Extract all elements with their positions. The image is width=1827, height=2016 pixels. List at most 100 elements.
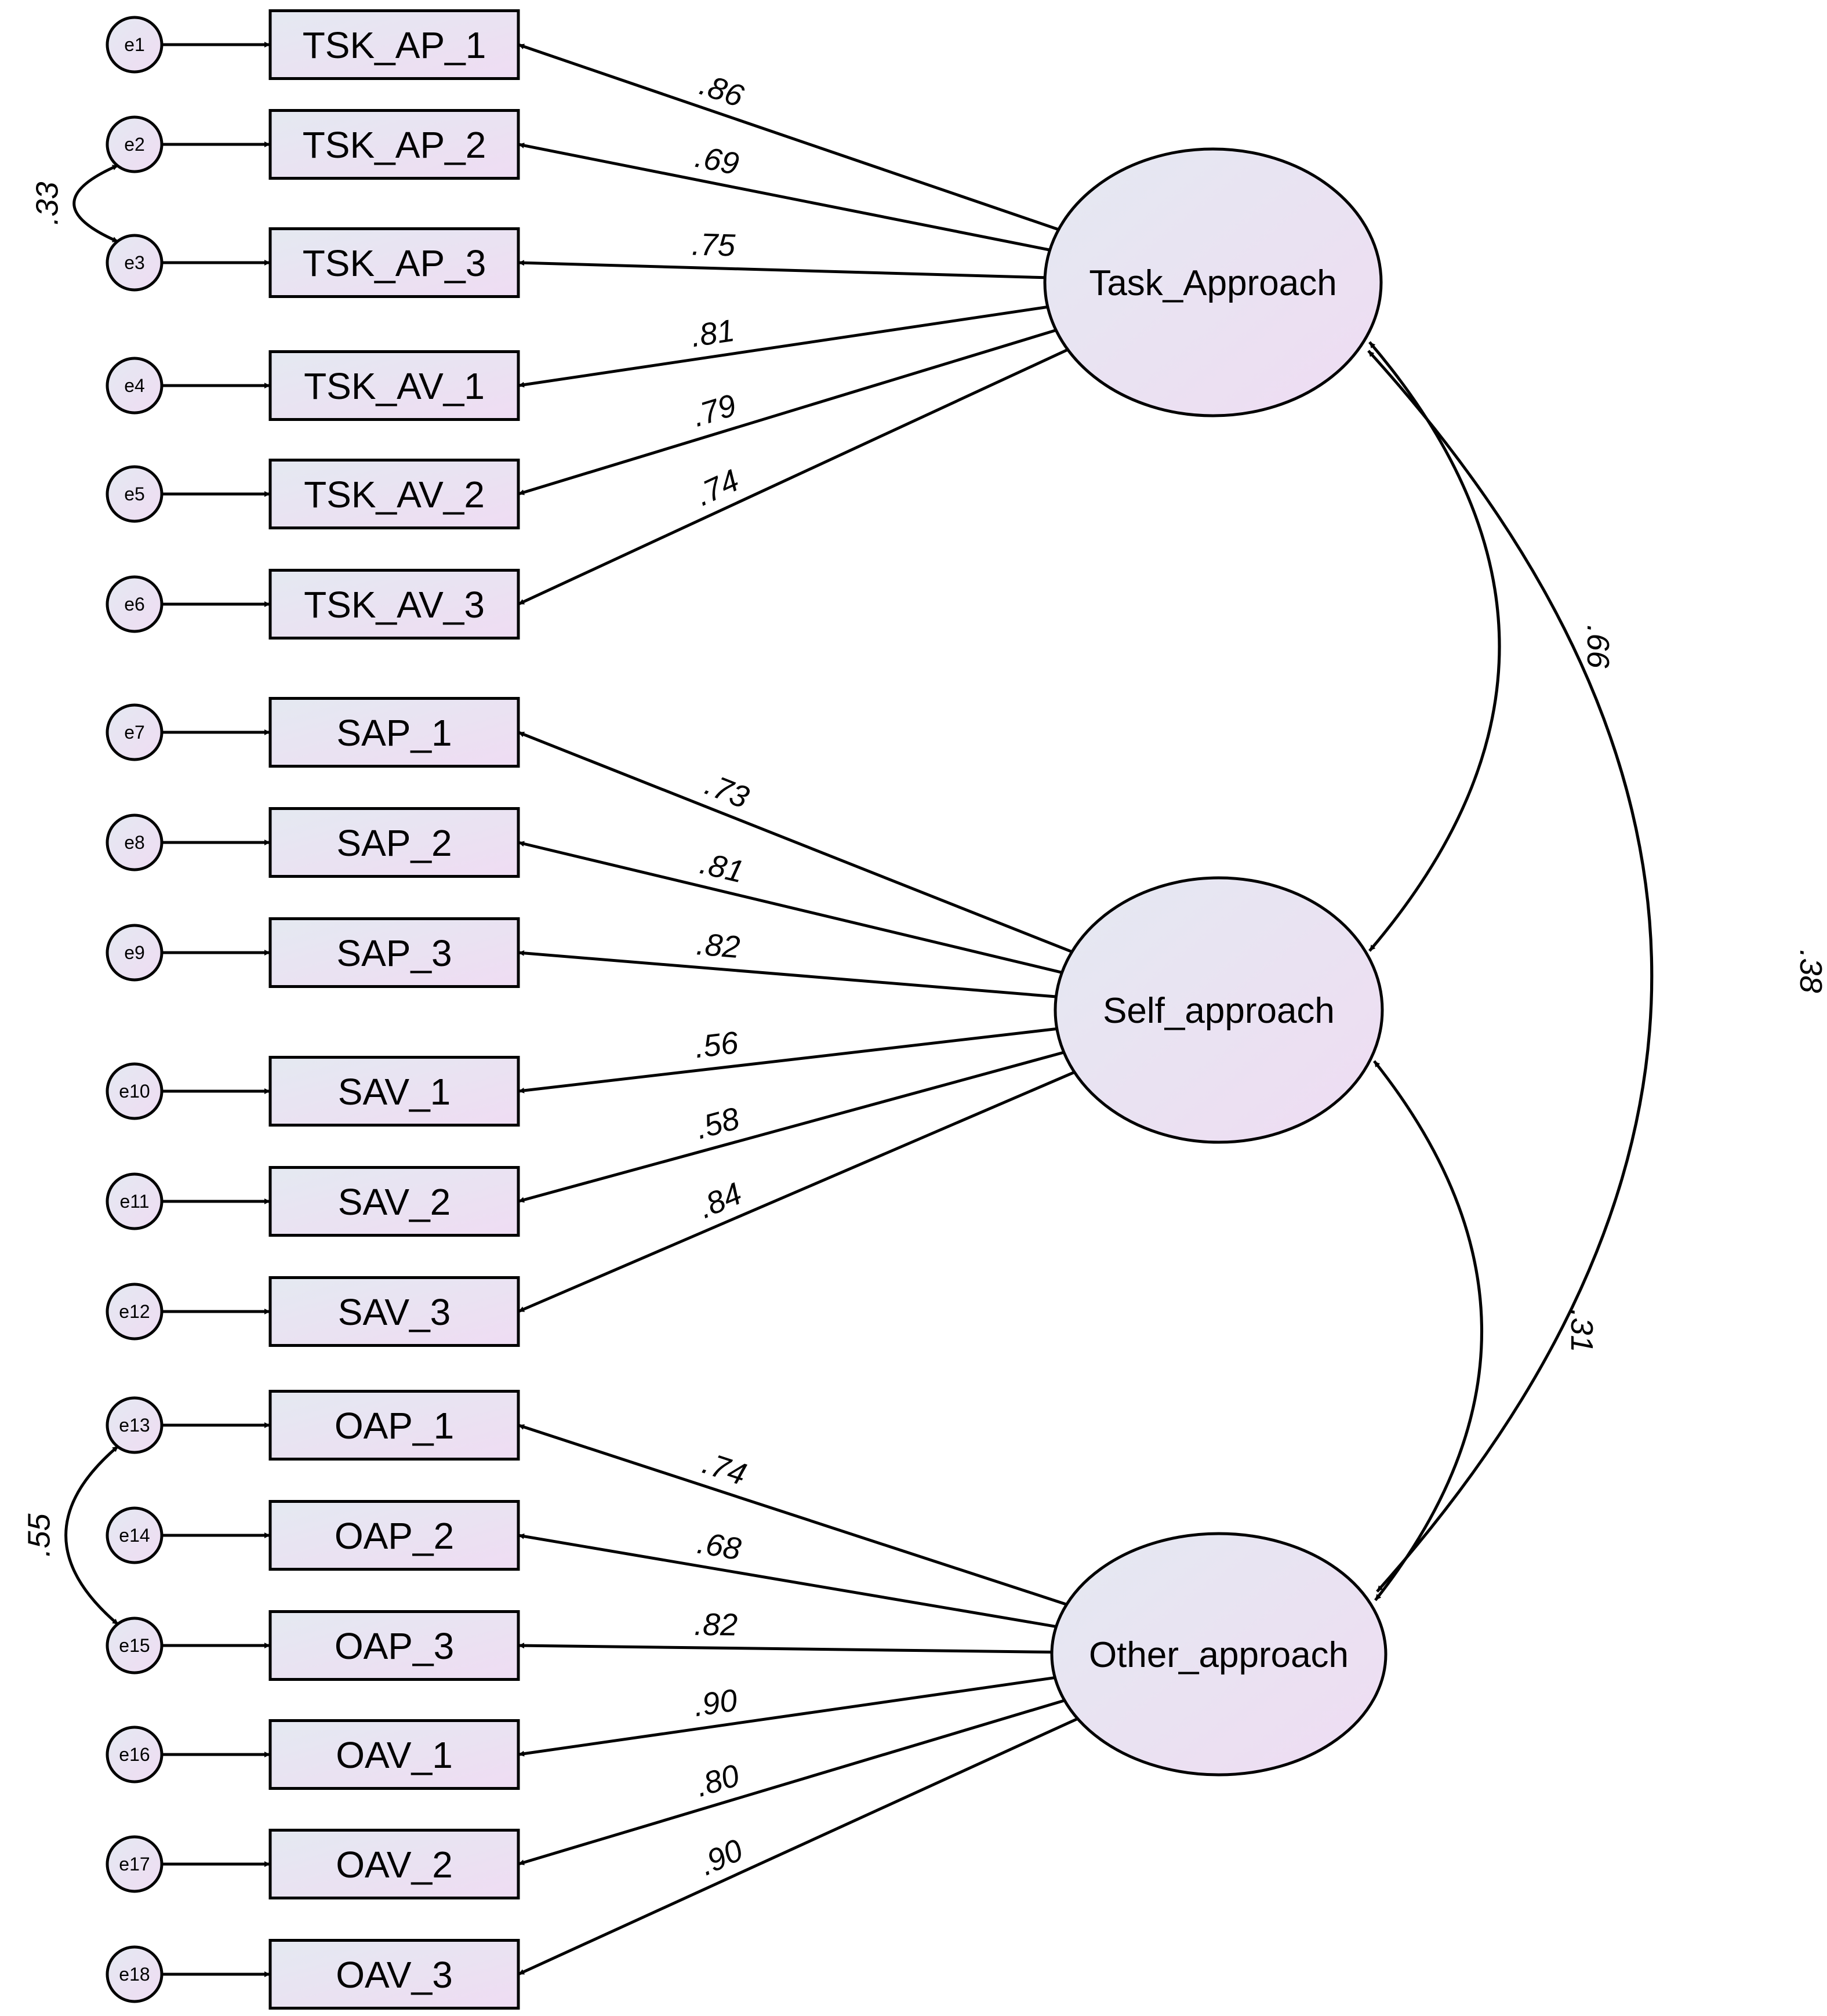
loading-path-oav-2: [518, 1699, 1065, 1866]
latent-covariance-path-self-other: [1373, 1060, 1483, 1601]
indicator-box-oav-2: [268, 1829, 520, 1899]
loading-coefficient-oav-2: .80: [692, 1758, 743, 1804]
error-label-e3: e3: [124, 252, 145, 273]
loading-path-sap-3: [518, 950, 1056, 998]
error-label-e15: e15: [119, 1635, 150, 1656]
indicator-label-tsk-ap-1: TSK_AP_1: [303, 24, 486, 66]
indicator-label-tsk-ap-3: TSK_AP_3: [303, 242, 486, 284]
indicator-label-tsk-av-3: TSK_AV_3: [304, 584, 485, 626]
error-circle-e11: [106, 1172, 164, 1230]
indicator-box-oav-1: [268, 1719, 520, 1790]
edges-layer: [64, 42, 1654, 1977]
error-label-e11: e11: [119, 1191, 149, 1212]
error-circle-e16: [106, 1726, 164, 1783]
indicator-label-sav-1: SAV_1: [338, 1071, 451, 1113]
error-circle-e7: [106, 703, 164, 761]
error-label-e1: e1: [124, 34, 145, 55]
indicator-box-sav-2: [268, 1166, 520, 1237]
loading-path-tsk-av-1: [518, 305, 1048, 388]
loading-path-tsk-ap-1: [518, 43, 1059, 231]
latent-covariance-path-task-other: [1367, 350, 1654, 1593]
error-circle-e4: [106, 357, 164, 415]
indicator-box-tsk-ap-3: [268, 227, 520, 298]
loading-path-oap-2: [518, 1533, 1057, 1628]
error-label-e6: e6: [124, 594, 145, 615]
error-circle-e3: [106, 234, 164, 292]
indicator-box-sap-2: [268, 807, 520, 878]
error-label-e8: e8: [124, 832, 145, 853]
indicator-label-sap-1: SAP_1: [336, 712, 452, 754]
indicator-label-oav-3: OAV_3: [336, 1954, 453, 1996]
indicator-box-oap-2: [268, 1500, 520, 1571]
error-label-e18: e18: [119, 1964, 150, 1985]
latent-covariance-path-task-self: [1368, 341, 1501, 952]
indicator-label-tsk-av-2: TSK_AV_2: [304, 474, 485, 515]
error-label-e16: e16: [119, 1744, 150, 1765]
latent-ellipse-other-approach: [1050, 1532, 1387, 1777]
error-label-e12: e12: [119, 1301, 150, 1322]
latent-covariance-value-task-self: .66: [1581, 624, 1615, 669]
loading-coefficient-oav-1: .90: [691, 1683, 739, 1723]
error-circle-e13: [106, 1396, 164, 1454]
indicator-label-sav-3: SAV_3: [338, 1291, 451, 1333]
indicator-label-tsk-ap-2: TSK_AP_2: [303, 124, 486, 166]
loading-path-sav-2: [518, 1051, 1065, 1203]
error-covariance-path-e13-e15: [64, 1445, 119, 1626]
error-label-e9: e9: [124, 942, 145, 963]
loading-coefficient-sav-1: .56: [693, 1025, 740, 1065]
error-label-e13: e13: [119, 1415, 150, 1436]
indicator-box-sav-3: [268, 1276, 520, 1347]
error-label-e5: e5: [124, 484, 145, 504]
loading-coefficient-oap-2: .68: [695, 1525, 743, 1567]
indicator-box-tsk-av-1: [268, 350, 520, 421]
latent-label-self-approach: Self_approach: [1103, 991, 1335, 1031]
loading-path-oap-3: [518, 1643, 1052, 1654]
indicator-label-oap-1: OAP_1: [335, 1405, 454, 1447]
loading-path-tsk-ap-2: [518, 143, 1051, 252]
indicator-box-tsk-av-2: [268, 459, 520, 529]
error-circle-e14: [106, 1506, 164, 1564]
indicator-box-sav-1: [268, 1056, 520, 1127]
latent-ellipse-task-approach: [1043, 147, 1383, 417]
loading-path-oap-1: [518, 1423, 1067, 1606]
loading-coefficient-tsk-av-1: .81: [689, 313, 737, 354]
error-covariance-path-e2-e3: [72, 164, 119, 244]
error-circle-e9: [106, 924, 164, 982]
error-label-e17: e17: [119, 1854, 150, 1875]
error-circle-e18: [106, 1945, 164, 2003]
error-circle-e12: [106, 1283, 164, 1341]
error-circle-e1: [106, 16, 164, 74]
loading-path-sav-3: [518, 1070, 1076, 1313]
indicator-box-oav-3: [268, 1939, 520, 2010]
loading-path-tsk-av-3: [517, 348, 1069, 606]
loading-coefficient-tsk-ap-3: .75: [691, 227, 736, 263]
error-circle-e8: [106, 813, 164, 871]
indicator-label-oap-3: OAP_3: [335, 1625, 454, 1667]
indicator-box-tsk-ap-2: [268, 109, 520, 180]
loading-path-sap-1: [518, 731, 1073, 953]
loading-path-sav-1: [518, 1027, 1058, 1094]
error-circle-e10: [106, 1062, 164, 1120]
indicator-box-oap-3: [268, 1610, 520, 1681]
error-label-e14: e14: [119, 1525, 150, 1546]
error-label-e4: e4: [124, 375, 145, 396]
loading-path-tsk-av-2: [518, 329, 1057, 496]
error-circle-e5: [106, 465, 164, 523]
indicator-box-oap-1: [268, 1390, 520, 1461]
loading-coefficient-sav-2: .58: [692, 1101, 743, 1146]
indicator-box-sap-3: [268, 917, 520, 988]
indicator-label-tsk-av-1: TSK_AV_1: [304, 365, 485, 407]
error-label-e2: e2: [124, 134, 145, 155]
latent-covariance-value-task-other: .38: [1793, 949, 1827, 993]
error-covariance-value-e2-e3: .33: [30, 181, 65, 225]
loading-path-tsk-ap-3: [518, 260, 1045, 279]
loading-path-oav-1: [518, 1676, 1055, 1757]
indicator-box-tsk-ap-1: [268, 9, 520, 80]
loading-path-sap-2: [518, 841, 1063, 974]
indicator-label-oap-2: OAP_2: [335, 1515, 454, 1557]
indicator-label-sap-3: SAP_3: [336, 932, 452, 974]
loading-coefficient-oav-3: .90: [694, 1833, 748, 1883]
loading-coefficient-tsk-av-3: .74: [690, 463, 744, 513]
error-covariance-value-e13-e15: .55: [22, 1513, 57, 1557]
